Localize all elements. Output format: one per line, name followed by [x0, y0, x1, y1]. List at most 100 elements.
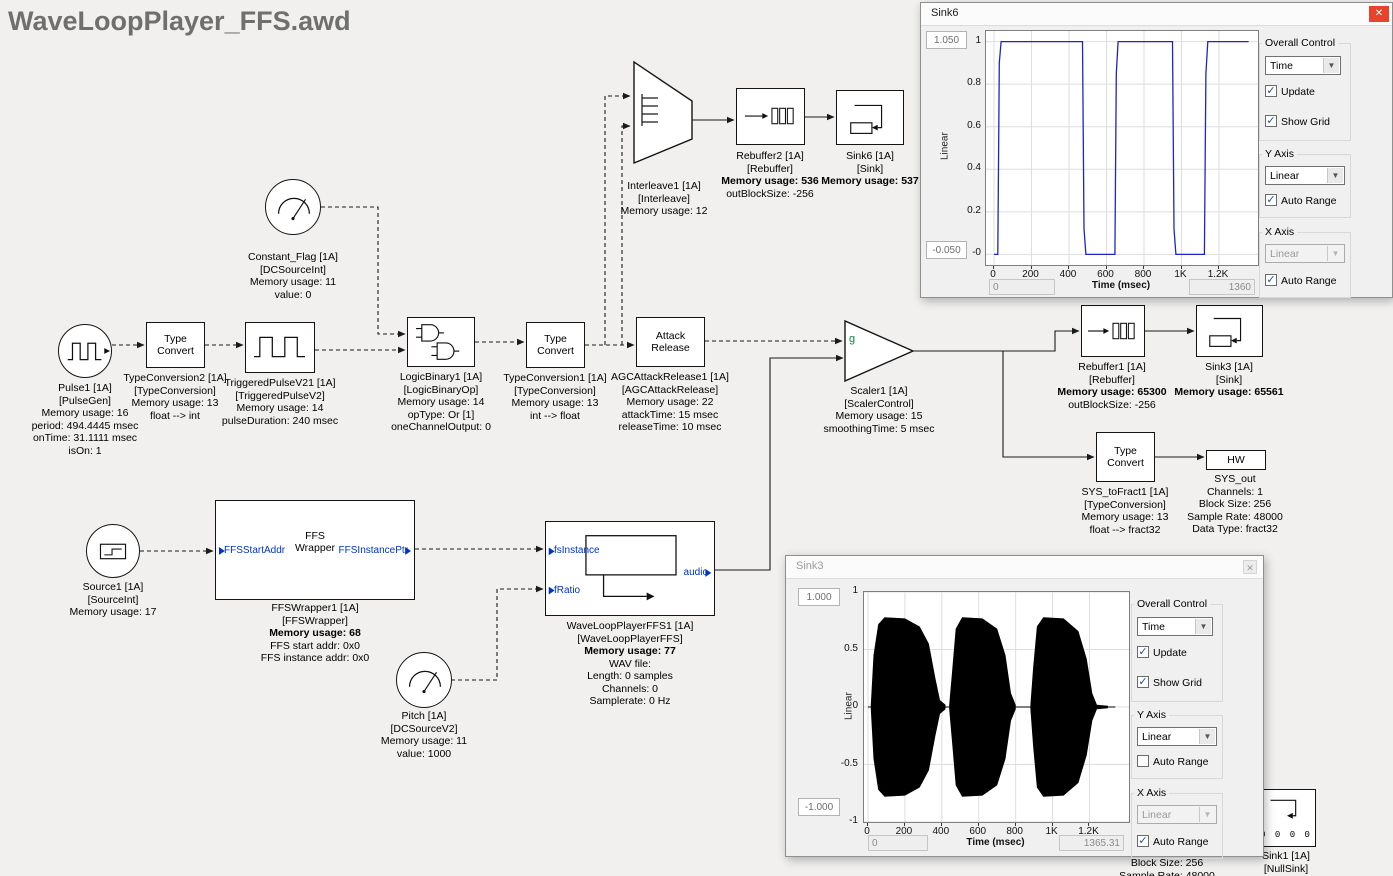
logic-gates-icon [416, 324, 460, 360]
block-rebuffer2[interactable] [736, 88, 805, 145]
triggered-pulse-icon [254, 336, 305, 358]
block-interleave1[interactable] [628, 58, 698, 168]
show-grid-label: Show Grid [1153, 677, 1203, 689]
x-axis-group [1259, 232, 1351, 298]
update-checkbox[interactable]: ✓ [1137, 646, 1149, 658]
rebuffer2-label: Rebuffer2 [1A][Rebuffer]Memory usage: 53… [721, 150, 819, 200]
sink6-window-title: Sink6 [931, 7, 959, 19]
agc-label: AGCAttackRelease1 [1A][AGCAttackRelease]… [611, 371, 729, 433]
block-logicbinary1[interactable] [407, 317, 475, 367]
chevron-down-icon[interactable]: ▼ [1195, 619, 1211, 634]
domain-dropdown[interactable]: Time▼ [1137, 617, 1213, 636]
sink-icon [1209, 317, 1242, 347]
domain-dropdown[interactable]: Time▼ [1265, 56, 1341, 75]
block-rebuffer1[interactable] [1081, 305, 1145, 357]
sink3-plot [863, 591, 1130, 823]
overall-control-title: Overall Control [1134, 598, 1211, 611]
port-fratio: fRatio [554, 585, 581, 596]
update-checkbox[interactable]: ✓ [1265, 85, 1277, 97]
block-sink6[interactable] [836, 90, 904, 145]
chevron-down-icon[interactable]: ▼ [1323, 58, 1339, 73]
x-min-input[interactable]: 0 [868, 835, 928, 851]
nullsink-digits: 0 0 0 0 [1260, 830, 1312, 840]
x-auto-range-checkbox[interactable]: ✓ [1265, 274, 1277, 286]
x-max-input[interactable]: 1360 [1189, 279, 1255, 295]
port-fsinstance: fsInstance [554, 545, 600, 556]
block-sink3[interactable] [1196, 305, 1263, 357]
sink6-block-label: Sink6 [1A][Sink]Memory usage: 537 [821, 150, 919, 187]
plot-control-panel: Overall Control Time▼ ✓ Update ✓ Show Gr… [1131, 596, 1223, 859]
constant-flag-label: Constant_Flag [1A][DCSourceInt]Memory us… [248, 251, 338, 301]
close-icon[interactable]: ✕ [1243, 560, 1257, 574]
chevron-down-icon: ▼ [1327, 246, 1343, 261]
y-min-box[interactable]: -1.000 [798, 798, 840, 816]
x-scale-dropdown: Linear▼ [1137, 805, 1217, 824]
x-axis-group [1131, 793, 1223, 859]
y-max-box[interactable]: 1.000 [798, 588, 840, 606]
y-auto-range-label: Auto Range [1281, 195, 1337, 207]
ffs-ports-icon [218, 547, 412, 555]
y-min-box[interactable]: -0.050 [926, 241, 967, 259]
chevron-down-icon[interactable]: ▼ [1199, 729, 1215, 744]
block-scaler1[interactable] [844, 319, 915, 383]
chevron-down-icon[interactable]: ▼ [1327, 168, 1343, 183]
rebuffer1-label: Rebuffer1 [1A][Rebuffer]Memory usage: 65… [1057, 361, 1167, 411]
show-grid-label: Show Grid [1281, 116, 1331, 128]
y-axis-group [1259, 154, 1351, 218]
x-min-input[interactable]: 0 [989, 279, 1055, 295]
sink1-label: Sink1 [1A][NullSink] [1262, 850, 1310, 875]
x-axis-group-title: X Axis [1262, 226, 1298, 239]
y-max-box[interactable]: 1.050 [926, 31, 967, 49]
page-title: WaveLoopPlayer_FFS.awd [8, 6, 351, 36]
y-scale-dropdown[interactable]: Linear▼ [1265, 166, 1345, 185]
show-grid-checkbox[interactable]: ✓ [1137, 676, 1149, 688]
update-label: Update [1153, 647, 1187, 659]
y-auto-range-checkbox[interactable]: ✓ [1265, 194, 1277, 206]
sink6-titlebar[interactable]: Sink6 ✕ [921, 3, 1392, 26]
triggeredpulse-label: TriggeredPulseV21 [1A][TriggeredPulseV2]… [221, 377, 339, 427]
port-ffsstartaddr: FFSStartAddr [224, 545, 286, 556]
y-auto-range-checkbox[interactable] [1137, 755, 1149, 767]
x-max-input[interactable]: 1365.31 [1059, 835, 1124, 851]
block-sink1[interactable]: 0 0 0 0 [1256, 789, 1316, 847]
y-axis-title: Linear [939, 132, 951, 160]
close-icon[interactable]: ✕ [1369, 6, 1389, 22]
x-axis-title: Time (msec) [966, 837, 1025, 848]
block-pitch[interactable] [396, 652, 452, 708]
gauge-icon [408, 670, 442, 694]
block-waveloopplayer[interactable] [545, 521, 715, 616]
block-source1[interactable] [86, 524, 140, 578]
block-hw-out[interactable]: HW [1206, 450, 1266, 470]
block-constant-flag[interactable] [265, 179, 321, 235]
block-pulse1[interactable] [58, 324, 112, 378]
y-scale-dropdown[interactable]: Linear▼ [1137, 727, 1217, 746]
y-axis-group [1131, 715, 1223, 779]
scaler-gain-port-label: g [849, 333, 856, 345]
rebuffer-icon [744, 107, 794, 125]
port-ffsinstanceptr: FFSInstancePtr [338, 545, 408, 556]
x-auto-range-checkbox[interactable]: ✓ [1137, 835, 1149, 847]
block-triggeredpulse[interactable] [245, 322, 315, 373]
type-convert-text: Type [164, 333, 187, 345]
sink3-titlebar[interactable]: Sink3 ✕ [786, 556, 1263, 579]
wave-loop-icon [548, 535, 712, 601]
scaler1-label: Scaler1 [1A][ScalerControl]Memory usage:… [823, 385, 935, 435]
pulse-icon [67, 342, 111, 361]
sink3-block-label: Sink3 [1A][Sink]Memory usage: 65561 [1174, 361, 1284, 398]
show-grid-checkbox[interactable]: ✓ [1265, 115, 1277, 127]
x-axis-title: Time (msec) [1091, 280, 1151, 291]
y-auto-range-label: Auto Range [1153, 756, 1209, 768]
